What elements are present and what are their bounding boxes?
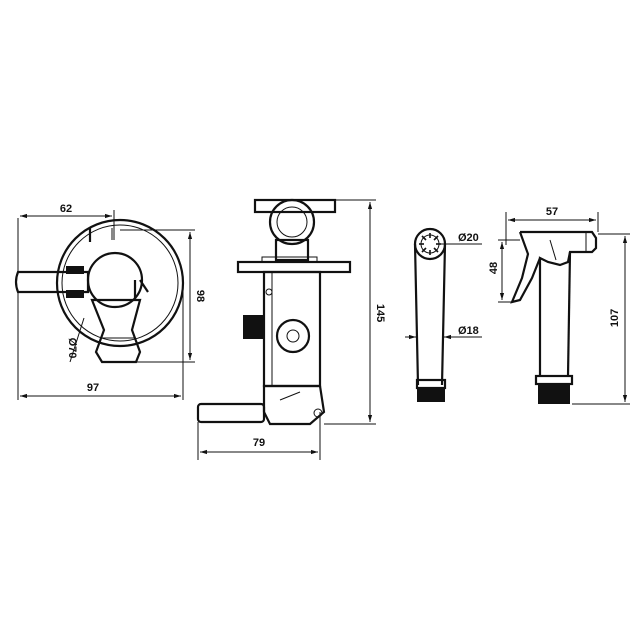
front-view: 62 98 Ø70 97 (14, 203, 206, 400)
dim-front-width-bottom: 97 (17, 283, 184, 400)
dim-label-57: 57 (546, 206, 558, 218)
dim-label-d18: Ø18 (458, 325, 479, 337)
dim-spray-width: 57 (505, 206, 599, 245)
dim-side-height: 145 (324, 199, 386, 425)
side-valve-body (196, 198, 352, 426)
dim-front-diameter: Ø70 (66, 317, 85, 363)
dim-label-62: 62 (60, 203, 72, 215)
spray-head-view: 57 48 107 (488, 206, 630, 405)
dim-label-145: 145 (374, 304, 386, 322)
spray-head-body (510, 230, 598, 404)
hose-view: Ø20 Ø18 (405, 227, 482, 402)
dim-hose-diameter-top: Ø20 (441, 232, 482, 245)
dim-hose-diameter-bottom: Ø18 (405, 325, 482, 340)
dim-front-width-top: 62 (17, 203, 115, 272)
dim-label-79: 79 (253, 437, 265, 449)
dim-front-height: 98 (120, 229, 206, 363)
dim-label-48: 48 (488, 262, 500, 274)
dim-side-width-bottom: 79 (197, 412, 321, 460)
front-valve-body (14, 218, 185, 364)
dim-label-97: 97 (87, 382, 99, 394)
dim-label-107: 107 (609, 309, 621, 327)
side-view: 145 79 (196, 198, 386, 460)
dim-spray-trigger-height: 48 (488, 239, 520, 303)
dim-spray-height: 107 (572, 233, 630, 405)
dim-label-d70: Ø70 (66, 338, 78, 359)
dim-label-d20: Ø20 (458, 232, 479, 244)
dim-label-98: 98 (194, 290, 206, 302)
hose-body (413, 227, 447, 402)
